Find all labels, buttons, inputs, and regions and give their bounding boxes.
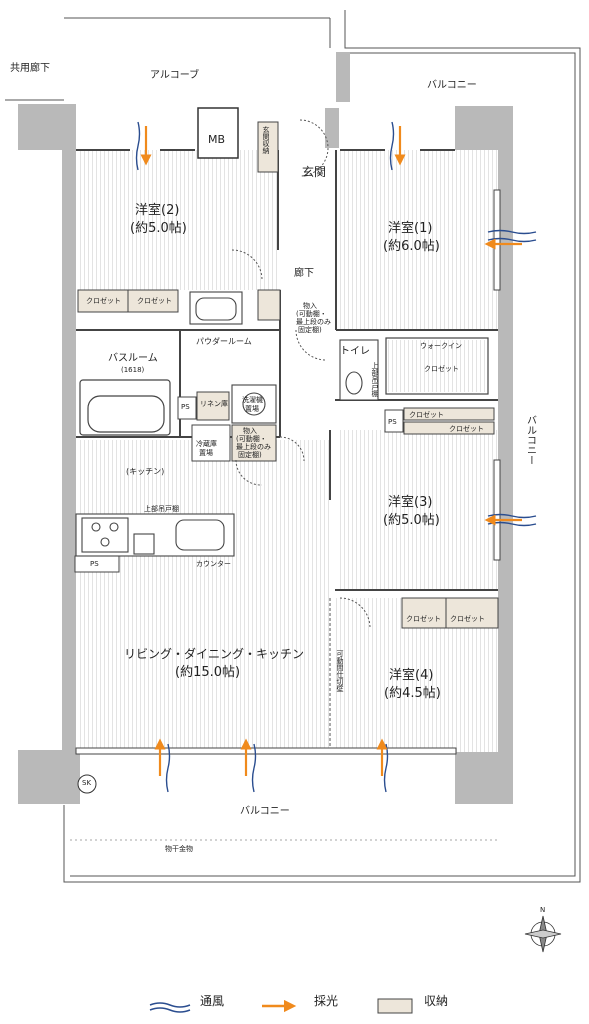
- windows: [75, 189, 501, 755]
- sk-label: SK: [82, 779, 92, 787]
- room1-name: 洋室(1): [388, 221, 433, 236]
- mb-box: [197, 107, 239, 159]
- ps-boxes: [74, 396, 404, 573]
- kitchen-counter: [75, 513, 235, 557]
- kitchen-storage-1: 物入: [243, 427, 257, 435]
- walkin-top-label: ウォークイン: [420, 342, 462, 350]
- entrance-storage-label: 玄関収納: [262, 126, 271, 154]
- room1-size: (約6.0帖): [383, 239, 440, 254]
- kitchen-storage-3: 最上段のみ: [236, 443, 271, 451]
- legend-storage-text: 収納: [424, 994, 449, 1008]
- bathtub: [79, 379, 171, 436]
- legend-icons: [149, 998, 413, 1014]
- ldk-size: (約15.0帖): [175, 665, 241, 680]
- closets-room3: [403, 407, 495, 435]
- room3-name: 洋室(3): [388, 495, 433, 510]
- legend-ventilation-text: 通風: [200, 994, 225, 1008]
- mb-label: MB: [208, 133, 226, 146]
- balcony-bottom-label: バルコニー: [240, 806, 290, 817]
- walkin-bottom-label: クロゼット: [424, 365, 459, 373]
- hall-storage-2: (可動棚・: [296, 310, 327, 318]
- door-swings: [231, 119, 371, 629]
- hall-storage-box: [257, 289, 281, 321]
- walkin-box: [385, 337, 489, 395]
- washer-label-2: 置場: [245, 405, 259, 413]
- kitchen-upper-cabinet: 上部吊戸棚: [144, 505, 179, 513]
- closets-room4: [401, 597, 499, 629]
- closet-room2-left: クロゼット: [86, 297, 121, 305]
- kitchen-storage-4: 固定棚): [238, 451, 262, 459]
- movable-partition-label: 可動間仕切壁: [336, 650, 345, 692]
- room4-name: 洋室(4): [389, 668, 434, 683]
- alcove-label: アルコーブ: [150, 70, 200, 81]
- toilet-label: トイレ: [340, 346, 370, 357]
- ps-bath-label: PS: [181, 403, 190, 411]
- closet-room4-left: クロゼット: [406, 615, 441, 623]
- legend-lighting: 採光: [314, 992, 338, 1009]
- drying-hardware-label: 物干金物: [165, 845, 193, 853]
- hall-storage-3: 最上段のみ: [296, 318, 331, 326]
- light-arrows: [140, 126, 522, 776]
- room2-size: (約5.0帖): [130, 221, 187, 236]
- fridge-label-1: 冷蔵庫: [196, 440, 217, 448]
- balcony-outline: [5, 10, 581, 883]
- legend-lighting-text: 採光: [314, 994, 339, 1008]
- legend-ventilation: 通風: [200, 992, 224, 1009]
- balcony-top-label: バルコニー: [427, 80, 477, 91]
- bathroom-label: バスルーム: [108, 353, 158, 364]
- bath-size-label: (1618): [121, 366, 145, 374]
- powder-room-label: パウダールーム: [196, 337, 252, 346]
- sk-circle: [77, 774, 97, 794]
- fridge-label-2: 置場: [199, 449, 213, 457]
- room3-size: (約5.0帖): [383, 513, 440, 528]
- entrance-storage-box: [257, 121, 279, 173]
- ps-room3-label: PS: [388, 418, 397, 426]
- toilet-upper-cabinet: 上部吊戸棚: [371, 362, 380, 397]
- hallway-label: 廊下: [294, 268, 314, 279]
- closet-room4-right: クロゼット: [450, 615, 485, 623]
- balcony-right-label: バルコニー: [524, 415, 536, 465]
- common-corridor-label: 共用廊下: [10, 63, 50, 74]
- closet-room2-right: クロゼット: [137, 297, 172, 305]
- kitchen-storage-2: (可動棚・: [236, 435, 267, 443]
- room4-size: (約4.5帖): [384, 686, 441, 701]
- north-label: N: [540, 906, 546, 914]
- counter-label: カウンター: [196, 560, 231, 568]
- room2-name: 洋室(2): [135, 203, 180, 218]
- hall-storage-4: 固定棚): [298, 326, 322, 334]
- fridge-box: [191, 424, 231, 462]
- washer-label-1: 洗濯機: [242, 396, 263, 404]
- structural-walls: [18, 52, 513, 804]
- powder-fixtures: [189, 291, 277, 424]
- entrance-label: 玄関: [302, 165, 327, 179]
- toilet-fixture: [339, 339, 379, 401]
- closets-room2: [77, 289, 179, 313]
- kitchen-label: (キッチン): [126, 467, 165, 476]
- compass: [524, 915, 562, 953]
- closet-room3-top: クロゼット: [409, 411, 444, 419]
- legend-storage: 収納: [424, 992, 448, 1009]
- ps-kitchen-label: PS: [90, 560, 99, 568]
- closet-room3-bottom: クロゼット: [449, 425, 484, 433]
- floor-areas: [80, 150, 498, 752]
- hall-storage-1: 物入: [303, 302, 317, 310]
- utility-boxes: [196, 391, 277, 462]
- linen-label: リネン庫: [200, 400, 228, 408]
- ldk-name: リビング・ダイニング・キッチン: [124, 647, 305, 661]
